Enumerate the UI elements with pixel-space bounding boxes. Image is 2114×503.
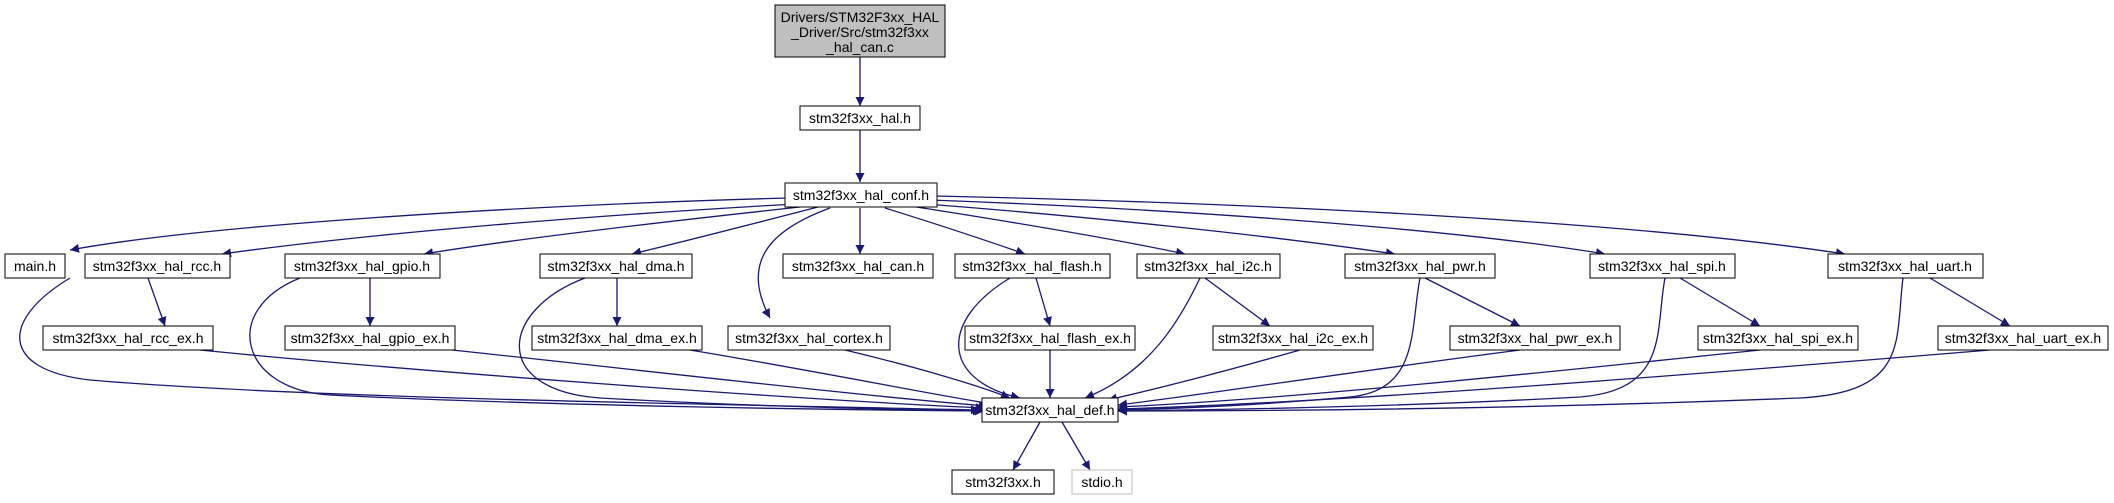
node-stdio[interactable]: stdio.h bbox=[1071, 469, 1133, 495]
edge-conf-to-pwr bbox=[925, 203, 1396, 258]
node-spi-ex[interactable]: stm32f3xx_hal_spi_ex.h bbox=[1697, 325, 1859, 351]
root-line-3: _hal_can.c bbox=[825, 39, 894, 55]
node-pwr-ex[interactable]: stm32f3xx_hal_pwr_ex.h bbox=[1449, 325, 1621, 351]
svg-text:stm32f3xx.h: stm32f3xx.h bbox=[965, 474, 1040, 490]
node-pwr[interactable]: stm32f3xx_hal_pwr.h bbox=[1344, 253, 1496, 279]
edge-dma-ex-to-def bbox=[689, 349, 993, 408]
svg-text:stm32f3xx_hal_dma_ex.h: stm32f3xx_hal_dma_ex.h bbox=[537, 330, 697, 346]
svg-text:stm32f3xx_hal_def.h: stm32f3xx_hal_def.h bbox=[985, 402, 1114, 418]
edge-flash-to-flash-ex bbox=[1035, 277, 1052, 327]
node-main[interactable]: main.h bbox=[4, 253, 66, 279]
node-spi[interactable]: stm32f3xx_hal_spi.h bbox=[1589, 253, 1736, 279]
edge-conf-to-spi bbox=[929, 199, 1606, 257]
node-can[interactable]: stm32f3xx_hal_can.h bbox=[782, 253, 934, 279]
node-conf[interactable]: stm32f3xx_hal_conf.h bbox=[784, 182, 938, 208]
edge-spi-to-def bbox=[1117, 277, 1666, 416]
edge-flash-to-def bbox=[958, 277, 1021, 401]
node-gpio-ex[interactable]: stm32f3xx_hal_gpio_ex.h bbox=[284, 325, 456, 351]
node-flash[interactable]: stm32f3xx_hal_flash.h bbox=[954, 253, 1111, 279]
edge-conf-to-gpio bbox=[423, 206, 801, 257]
svg-text:stm32f3xx_hal_pwr.h: stm32f3xx_hal_pwr.h bbox=[1354, 258, 1486, 274]
svg-text:stm32f3xx_hal_flash.h: stm32f3xx_hal_flash.h bbox=[962, 258, 1101, 274]
svg-text:stm32f3xx_hal_dma.h: stm32f3xx_hal_dma.h bbox=[548, 258, 685, 274]
edge-i2c-ex-to-def bbox=[1107, 349, 1301, 403]
node-dma[interactable]: stm32f3xx_hal_dma.h bbox=[539, 253, 693, 279]
node-i2c-ex[interactable]: stm32f3xx_hal_i2c_ex.h bbox=[1212, 325, 1374, 351]
node-f3xx[interactable]: stm32f3xx.h bbox=[951, 469, 1055, 495]
edge-rcc-to-rcc-ex bbox=[147, 277, 167, 327]
svg-text:main.h: main.h bbox=[14, 258, 56, 274]
svg-text:stm32f3xx_hal_spi.h: stm32f3xx_hal_spi.h bbox=[1598, 258, 1726, 274]
edge-conf-to-cortex bbox=[757, 207, 831, 319]
edge-gpio-ex-to-def bbox=[451, 349, 989, 410]
root-line-2: _Driver/Src/stm32f3xx bbox=[790, 24, 929, 40]
svg-text:stm32f3xx_hal_uart.h: stm32f3xx_hal_uart.h bbox=[1838, 258, 1972, 274]
edge-gpio-to-def bbox=[249, 277, 983, 416]
svg-text:stm32f3xx_hal_cortex.h: stm32f3xx_hal_cortex.h bbox=[735, 330, 883, 346]
node-root-file[interactable]: Drivers/STM32F3xx_HAL _Driver/Src/stm32f… bbox=[774, 4, 946, 58]
svg-text:stm32f3xx_hal_conf.h: stm32f3xx_hal_conf.h bbox=[793, 187, 929, 203]
node-def[interactable]: stm32f3xx_hal_def.h bbox=[981, 397, 1119, 423]
edge-uart-to-def bbox=[1117, 277, 1904, 416]
edge-rcc-ex-to-def bbox=[199, 349, 986, 413]
edge-uart-ex-to-def bbox=[1117, 349, 1991, 414]
edge-pwr-ex-to-def bbox=[1117, 349, 1521, 409]
svg-text:stm32f3xx_hal_rcc_ex.h: stm32f3xx_hal_rcc_ex.h bbox=[53, 330, 204, 346]
node-cortex[interactable]: stm32f3xx_hal_cortex.h bbox=[727, 325, 891, 351]
svg-text:stm32f3xx_hal_flash_ex.h: stm32f3xx_hal_flash_ex.h bbox=[969, 330, 1131, 346]
edge-conf-to-dma bbox=[631, 206, 819, 257]
edge-pwr-to-def bbox=[1117, 277, 1421, 415]
edge-conf-to-rcc bbox=[221, 203, 796, 258]
svg-text:stm32f3xx_hal_gpio.h: stm32f3xx_hal_gpio.h bbox=[294, 258, 430, 274]
node-hal[interactable]: stm32f3xx_hal.h bbox=[799, 105, 921, 131]
node-uart[interactable]: stm32f3xx_hal_uart.h bbox=[1827, 253, 1984, 279]
svg-text:stm32f3xx_hal_i2c.h: stm32f3xx_hal_i2c.h bbox=[1144, 258, 1272, 274]
edge-i2c-to-def bbox=[1084, 277, 1201, 399]
svg-text:stm32f3xx_hal.h: stm32f3xx_hal.h bbox=[809, 110, 911, 126]
edge-def-to-stdio bbox=[1061, 421, 1091, 471]
edge-conf-to-main bbox=[69, 197, 788, 253]
node-uart-ex[interactable]: stm32f3xx_hal_uart_ex.h bbox=[1937, 325, 2109, 351]
root-line-1: Drivers/STM32F3xx_HAL bbox=[781, 9, 940, 25]
edge-conf-to-flash bbox=[884, 207, 1026, 256]
edge-conf-to-uart bbox=[934, 195, 1846, 258]
edge-pwr-to-pwr-ex bbox=[1424, 277, 1521, 327]
edge-def-to-f3xx bbox=[1012, 421, 1041, 471]
node-flash-ex[interactable]: stm32f3xx_hal_flash_ex.h bbox=[964, 325, 1136, 351]
svg-text:stdio.h: stdio.h bbox=[1081, 474, 1122, 490]
node-dma-ex[interactable]: stm32f3xx_hal_dma_ex.h bbox=[531, 325, 703, 351]
svg-text:stm32f3xx_hal_i2c_ex.h: stm32f3xx_hal_i2c_ex.h bbox=[1218, 330, 1368, 346]
svg-text:stm32f3xx_hal_can.h: stm32f3xx_hal_can.h bbox=[792, 258, 924, 274]
node-gpio[interactable]: stm32f3xx_hal_gpio.h bbox=[284, 253, 441, 279]
edge-spi-to-spi-ex bbox=[1679, 277, 1761, 327]
edge-spi-ex-to-def bbox=[1117, 349, 1761, 412]
node-rcc-ex[interactable]: stm32f3xx_hal_rcc_ex.h bbox=[42, 325, 214, 351]
edge-uart-to-uart-ex bbox=[1929, 277, 2011, 327]
node-rcc[interactable]: stm32f3xx_hal_rcc.h bbox=[84, 253, 231, 279]
edge-dma-to-def bbox=[518, 277, 985, 416]
node-i2c[interactable]: stm32f3xx_hal_i2c.h bbox=[1136, 253, 1281, 279]
svg-text:stm32f3xx_hal_spi_ex.h: stm32f3xx_hal_spi_ex.h bbox=[1703, 330, 1853, 346]
svg-text:stm32f3xx_hal_pwr_ex.h: stm32f3xx_hal_pwr_ex.h bbox=[1458, 330, 1613, 346]
edge-i2c-to-i2c-ex bbox=[1204, 277, 1271, 327]
edge-conf-to-i2c bbox=[909, 205, 1186, 257]
dependency-edges bbox=[19, 57, 2011, 471]
svg-text:stm32f3xx_hal_uart_ex.h: stm32f3xx_hal_uart_ex.h bbox=[1945, 330, 2101, 346]
svg-text:stm32f3xx_hal_gpio_ex.h: stm32f3xx_hal_gpio_ex.h bbox=[291, 330, 450, 346]
edge-cortex-to-def bbox=[844, 349, 1011, 399]
svg-text:stm32f3xx_hal_rcc.h: stm32f3xx_hal_rcc.h bbox=[93, 258, 221, 274]
